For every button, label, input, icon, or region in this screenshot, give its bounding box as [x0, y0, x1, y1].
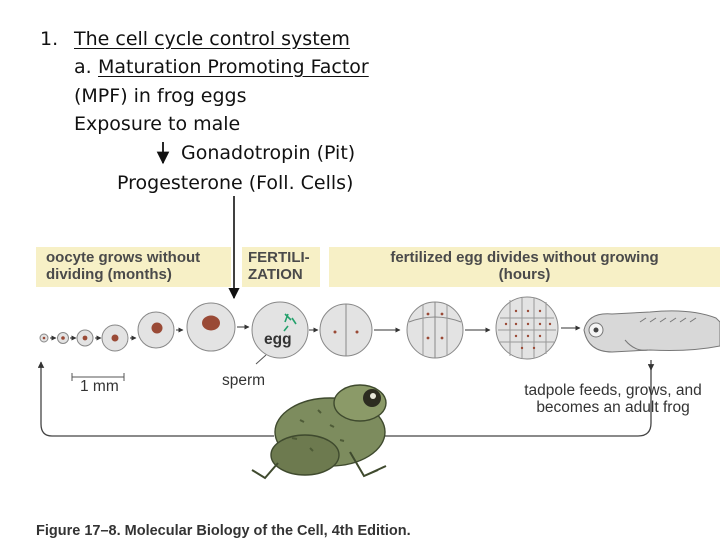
exposure-line: Exposure to male: [74, 113, 241, 135]
scale-bar: [71, 373, 125, 381]
figure-caption: Figure 17–8. Molecular Biology of the Ce…: [36, 523, 411, 539]
slide-heading: The cell cycle control system: [74, 28, 350, 50]
sub-a-continuation: (MPF) in frog eggs: [74, 85, 247, 107]
sub-a-title: Maturation Promoting Factor: [98, 56, 369, 78]
band-egg-divides: fertilized egg divides without growing (…: [329, 247, 720, 287]
adult-frog: [251, 384, 387, 480]
gonadotropin-line: Gonadotropin (Pit): [181, 142, 356, 164]
progesterone-line: Progesterone (Foll. Cells): [117, 172, 354, 194]
item-number: 1.: [40, 28, 59, 50]
sub-a-prefix: a.: [74, 56, 92, 78]
eight-cell-embryo: [406, 301, 491, 359]
tadpole: [583, 310, 720, 353]
cycle-loop-arrow: [37, 360, 655, 437]
egg-label: egg: [264, 331, 292, 348]
morula-embryo: [495, 296, 581, 360]
oocyte-stages: [39, 302, 250, 352]
two-cell-embryo: [319, 303, 401, 357]
sperm-label: sperm: [222, 372, 266, 389]
band-oocyte-growth: oocyte grows without dividing (months): [36, 247, 231, 287]
scale-label: 1 mm: [80, 378, 119, 395]
tadpole-caption: tadpole feeds, grows, and becomes an adu…: [524, 382, 702, 416]
fertilized-egg: [251, 301, 319, 365]
band-fertilization: FERTILI- ZATION: [242, 247, 320, 287]
